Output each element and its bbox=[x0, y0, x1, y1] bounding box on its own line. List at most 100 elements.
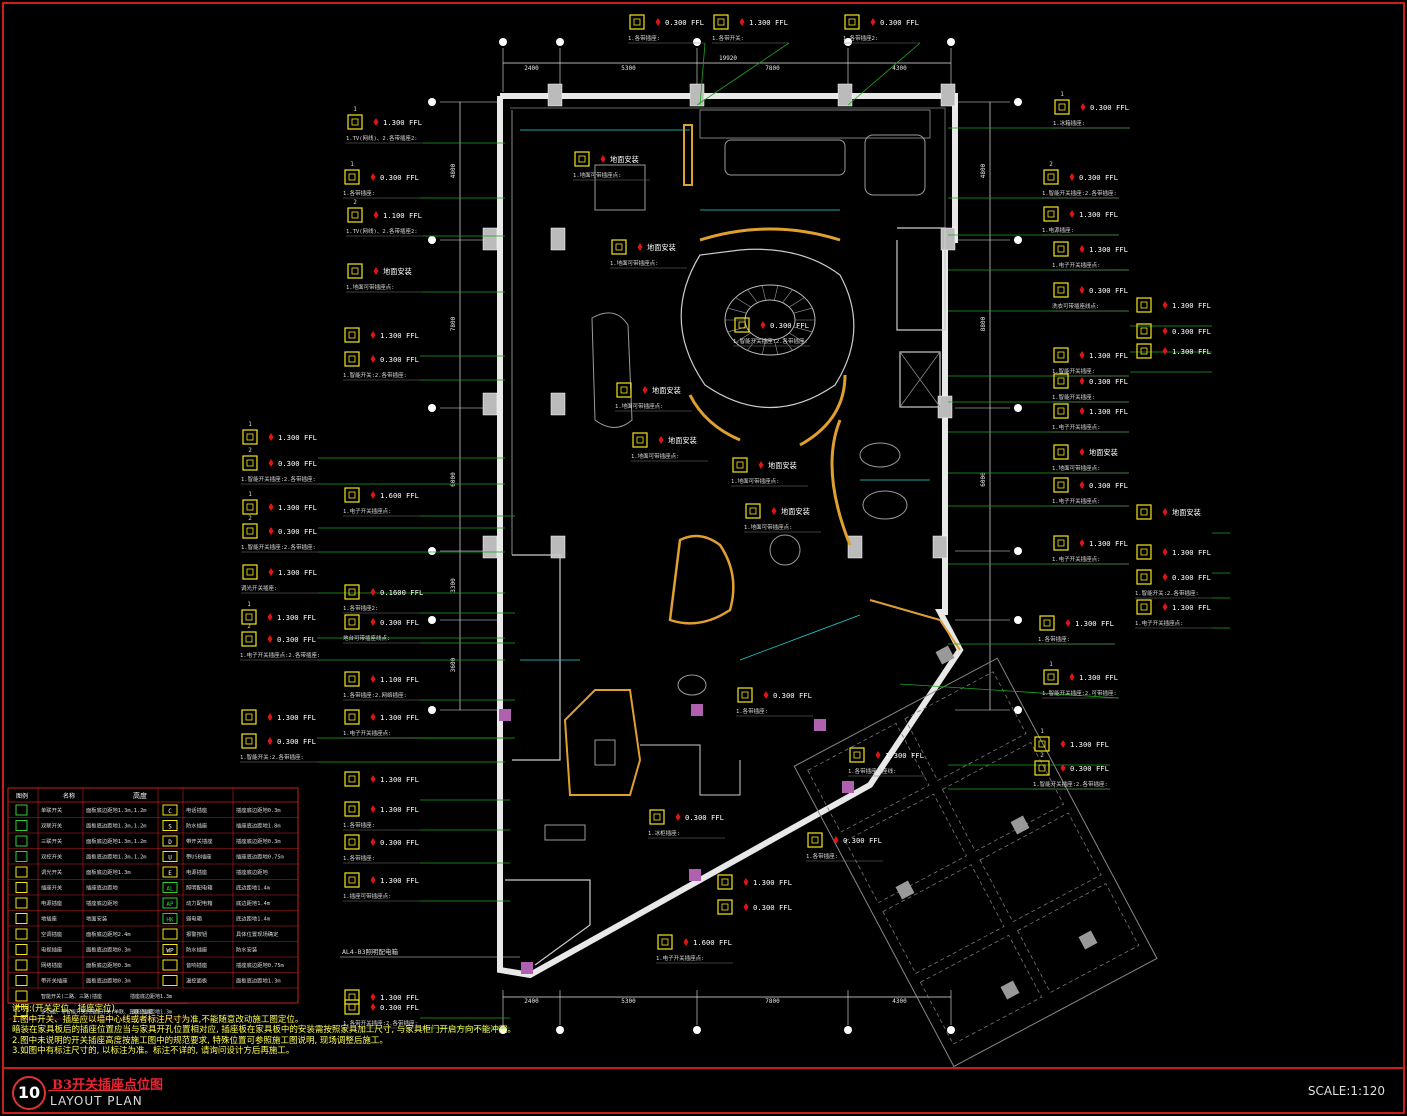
outlet-note: 1.电子开关插座点: bbox=[1052, 261, 1100, 269]
grid-bubble bbox=[693, 38, 701, 46]
outlet-symbol-box bbox=[713, 14, 729, 30]
outlet-note: 1.各带插座: bbox=[343, 189, 375, 197]
legend-height: 具体位置现场确定 bbox=[236, 930, 279, 938]
outlet-symbol-inner bbox=[246, 459, 254, 467]
elevator-shaft bbox=[899, 351, 941, 408]
outlet-note: 1.智能开关插座:2.各带插座: bbox=[1033, 780, 1108, 788]
circuit-code: 2 bbox=[247, 623, 251, 630]
legend-name: 空调插座 bbox=[41, 930, 63, 938]
height-label: 0.300 FFL bbox=[278, 527, 317, 536]
height-label: 1.600 FFL bbox=[693, 938, 732, 947]
notes-line: 2.图中未说明的开关插座高度按施工图中的规范要求, 特殊位置可参照施工图说明, … bbox=[12, 1035, 388, 1046]
outlet-symbol-box bbox=[344, 999, 360, 1015]
grid-bubble bbox=[428, 706, 436, 714]
structural-column bbox=[482, 392, 498, 416]
height-label: 1.300 FFL bbox=[1070, 740, 1109, 749]
outlet-annotation: 地面安装 bbox=[1136, 504, 1201, 520]
outlet-note: 1.地面可带插座点: bbox=[631, 452, 679, 460]
legend-height: 插座底边距地0.3m bbox=[236, 806, 281, 814]
leader-line bbox=[899, 683, 1120, 699]
height-marker bbox=[771, 507, 777, 515]
outlet-symbol-box bbox=[344, 872, 360, 888]
outlet-annotation: 1.300 FFL bbox=[241, 709, 316, 725]
grid-bubble bbox=[1014, 236, 1022, 244]
grid-bubble bbox=[499, 38, 507, 46]
outlet-symbol-inner bbox=[1043, 619, 1051, 627]
outlet-note: 1.智能开关:2.各带插座: bbox=[343, 371, 407, 379]
outlet-symbol-box bbox=[1053, 241, 1069, 257]
outlet-symbol-inner bbox=[1140, 327, 1148, 335]
height-marker bbox=[675, 813, 681, 821]
outlet-symbol-box bbox=[717, 874, 733, 890]
legend-name: 带开关插座 bbox=[186, 837, 213, 845]
legend-name: 带开关插座 bbox=[41, 977, 68, 985]
outlet-symbol-box bbox=[745, 503, 761, 519]
legend-symbol bbox=[15, 820, 28, 831]
outlet-symbol-box bbox=[242, 455, 258, 471]
legend-height: 插座底边距地0.75m bbox=[236, 853, 284, 861]
legend-symbol bbox=[15, 835, 28, 847]
structural-column bbox=[932, 535, 948, 559]
height-marker bbox=[1079, 377, 1085, 385]
sofa-back bbox=[699, 109, 931, 139]
outlet-symbol-box bbox=[344, 834, 360, 850]
height-marker bbox=[1079, 448, 1085, 456]
outlet-symbol-inner bbox=[1140, 301, 1148, 309]
grid-bubble bbox=[947, 38, 955, 46]
parking-bay bbox=[882, 864, 1005, 974]
curved-partition bbox=[830, 419, 852, 546]
outlet-note: 1.智能开关插座: bbox=[1052, 393, 1095, 401]
outlet-note: 1.各带插座插座线: bbox=[848, 767, 896, 775]
outlet-note: 1.电子开关插座点:2.各带插座: bbox=[240, 651, 320, 659]
outlet-note: 1.智能开关插座:2.各带插座: bbox=[241, 475, 316, 483]
outlet-symbol-inner bbox=[721, 903, 729, 911]
outlet-note: 1.地面可带插座点: bbox=[610, 259, 658, 267]
dim-total: 19920 bbox=[719, 55, 737, 62]
legend-height: 底边距地1.4m bbox=[236, 915, 270, 923]
grid-bubble bbox=[556, 1026, 564, 1034]
circuit-code: 1 bbox=[247, 601, 251, 608]
legend-symbol bbox=[162, 928, 178, 940]
outlet-symbol-inner bbox=[348, 331, 356, 339]
outlet-symbol-inner bbox=[853, 751, 861, 759]
height-label: 1.300 FFL bbox=[1089, 245, 1128, 254]
legend-symbol bbox=[15, 851, 28, 862]
legend-height: 插座底边距地1.3m bbox=[130, 1009, 172, 1016]
outlet-symbol-inner bbox=[1140, 603, 1148, 611]
dim-label: 3600 bbox=[450, 657, 457, 672]
height-label: 0.300 FFL bbox=[277, 635, 316, 644]
outlet-symbol-box bbox=[717, 899, 733, 915]
parking-bay bbox=[941, 741, 1065, 852]
legend-name: 单联开关 bbox=[41, 806, 63, 814]
legend-height: 面板底边距地1.3m,1.2m bbox=[86, 837, 146, 845]
outlet-symbol-box bbox=[344, 169, 360, 185]
outlet-symbol-inner bbox=[615, 243, 623, 251]
outlet-symbol-inner bbox=[1057, 351, 1065, 359]
outlet-symbol-inner bbox=[1057, 377, 1065, 385]
circuit-code: 2 bbox=[248, 515, 252, 522]
height-marker bbox=[370, 1003, 376, 1011]
outlet-symbol-inner bbox=[351, 211, 359, 219]
height-label: 1.600 FFL bbox=[380, 491, 419, 500]
outlet-note: 1.各带插座: bbox=[806, 852, 838, 860]
outlet-symbol-box bbox=[844, 14, 860, 30]
outlet-note: 1.插座可带插座点: bbox=[343, 892, 391, 900]
grid-bubble bbox=[1014, 706, 1022, 714]
outlet-symbol-inner bbox=[749, 507, 757, 515]
height-marker bbox=[1162, 603, 1168, 611]
structural-column bbox=[550, 392, 566, 416]
legend-symbol bbox=[15, 1006, 28, 1017]
outlet-symbol-box bbox=[849, 747, 865, 763]
height-label: 0.300 FFL bbox=[380, 838, 419, 847]
